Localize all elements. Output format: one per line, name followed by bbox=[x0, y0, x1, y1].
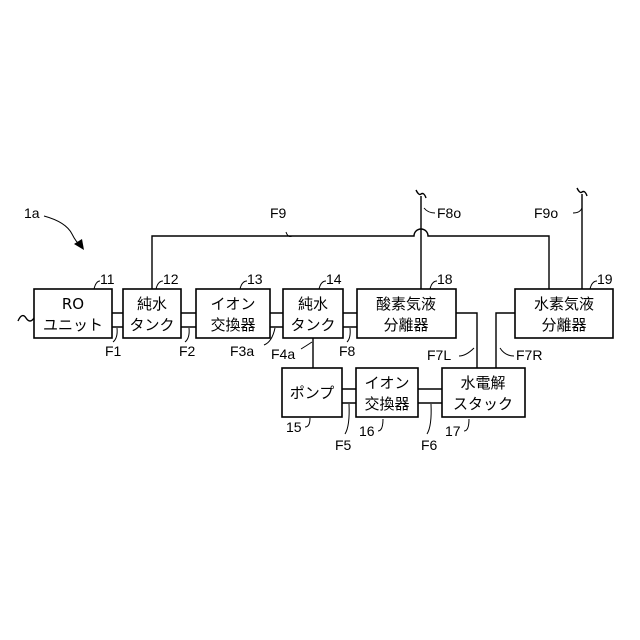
pipe-f7l bbox=[456, 313, 477, 368]
ref-18: 18 bbox=[437, 271, 453, 287]
block-pure-water-tank-1: 純水 タンク bbox=[123, 289, 181, 338]
block-hydrogen-separator: 水素気液 分離器 bbox=[515, 289, 613, 338]
oxygen-separator-label-line2: 分離器 bbox=[383, 316, 428, 334]
pipe-f1 bbox=[112, 313, 123, 327]
system-label-arrow bbox=[44, 216, 84, 250]
ref-14: 14 bbox=[326, 271, 342, 287]
ref-12: 12 bbox=[163, 271, 179, 287]
oxygen-separator-label-line1: 酸素気液 bbox=[376, 295, 436, 313]
pipe-f8 bbox=[343, 313, 357, 327]
block-ion-exchanger-1: イオン 交換器 bbox=[196, 289, 270, 338]
flow-label-f7r: F7R bbox=[516, 347, 542, 363]
electrolysis-stack-label-line2: スタック bbox=[453, 395, 513, 413]
electrolysis-stack-label-line1: 水電解 bbox=[460, 374, 505, 392]
ion-exchanger-2-label-line2: 交換器 bbox=[364, 395, 409, 413]
ref-16: 16 bbox=[359, 423, 375, 439]
pure-water-tank-2-label-line2: タンク bbox=[290, 316, 335, 334]
flow-label-f9o: F9o bbox=[534, 205, 558, 221]
ro-unit-label-line2: ユニット bbox=[43, 316, 103, 334]
flow-label-f6: F6 bbox=[421, 437, 438, 453]
ref-15: 15 bbox=[286, 419, 302, 435]
pure-water-tank-1-label-line1: 純水 bbox=[137, 295, 167, 313]
flow-label-f7l: F7L bbox=[427, 347, 451, 363]
pipe-f9-header bbox=[152, 229, 549, 289]
flow-label-f1: F1 bbox=[105, 343, 122, 359]
flow-label-f3a: F3a bbox=[230, 343, 254, 359]
block-ro-unit: RO ユニット bbox=[34, 289, 112, 338]
ion-exchanger-1-label-line2: 交換器 bbox=[210, 316, 255, 334]
flow-label-f9: F9 bbox=[270, 205, 287, 221]
block-oxygen-separator: 酸素気液 分離器 bbox=[357, 289, 456, 338]
break-mark-inlet bbox=[18, 316, 34, 321]
block-electrolysis-stack: 水電解 スタック bbox=[442, 368, 525, 417]
pure-water-tank-1-label-line2: タンク bbox=[129, 316, 174, 334]
pump-label: ポンプ bbox=[290, 384, 335, 402]
flow-label-f5: F5 bbox=[335, 437, 352, 453]
pipe-f2 bbox=[181, 313, 196, 327]
pipe-f7r bbox=[496, 313, 515, 368]
block-ion-exchanger-2: イオン 交換器 bbox=[356, 368, 418, 417]
pipe-f6 bbox=[418, 389, 442, 403]
hydrogen-separator-label-line2: 分離器 bbox=[541, 316, 586, 334]
flow-label-f8o: F8o bbox=[437, 205, 461, 221]
hydrogen-separator-label-line1: 水素気液 bbox=[534, 295, 594, 313]
ref-13: 13 bbox=[247, 271, 263, 287]
ref-17: 17 bbox=[445, 423, 461, 439]
flow-label-f2: F2 bbox=[179, 343, 196, 359]
ref-11: 11 bbox=[100, 271, 115, 287]
block-pump: ポンプ bbox=[282, 368, 342, 417]
block-pure-water-tank-2: 純水 タンク bbox=[283, 289, 343, 338]
ref-19: 19 bbox=[597, 271, 613, 287]
flow-label-f4a: F4a bbox=[271, 346, 295, 362]
ro-unit-label-line1: RO bbox=[62, 295, 84, 313]
pipe-f5 bbox=[342, 389, 356, 403]
flow-label-f8: F8 bbox=[339, 343, 356, 359]
ion-exchanger-1-label-line1: イオン bbox=[210, 295, 255, 313]
ion-exchanger-2-label-line1: イオン bbox=[364, 374, 409, 392]
pipe-f3a bbox=[270, 313, 283, 327]
pure-water-tank-2-label-line1: 純水 bbox=[298, 295, 328, 313]
system-label: 1a bbox=[24, 205, 40, 221]
